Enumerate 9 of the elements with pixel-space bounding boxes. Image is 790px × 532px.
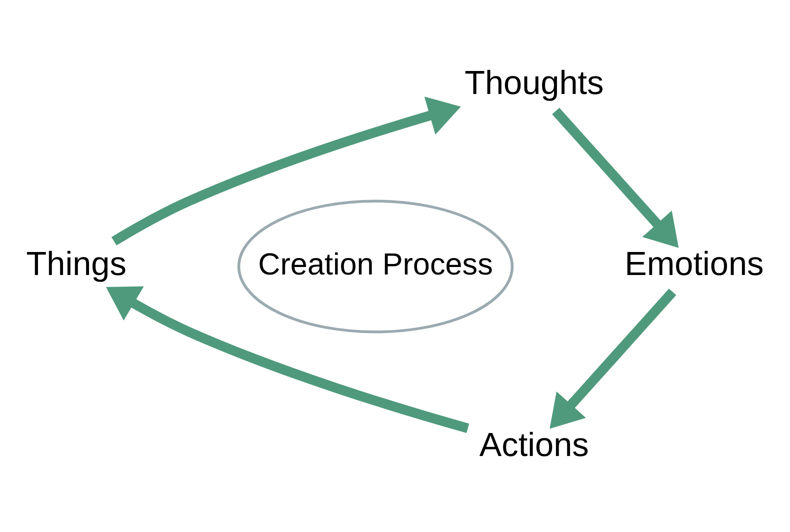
node-text: Emotions	[624, 246, 764, 283]
node-text: Things	[26, 246, 126, 283]
arrow	[111, 96, 461, 245]
node-text: Actions	[479, 426, 589, 464]
arrow	[552, 107, 679, 248]
arrow	[550, 288, 676, 428]
arrow	[106, 286, 470, 432]
node-text: Thoughts	[464, 64, 604, 102]
node-ellipse: Creation Process	[237, 199, 514, 333]
